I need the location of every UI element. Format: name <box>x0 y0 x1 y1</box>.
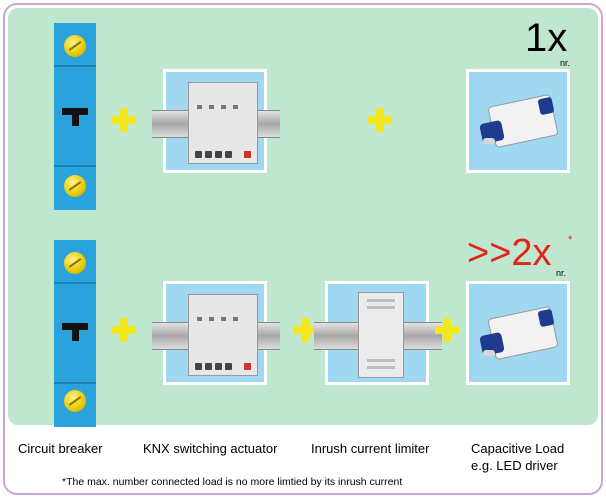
led-driver-image-bottom <box>466 281 570 385</box>
circuit-breaker-top <box>54 23 96 210</box>
quantity-bottom: >>2x <box>467 232 552 274</box>
unit-label-bottom: nr. <box>556 268 567 278</box>
screw-icon <box>64 35 86 57</box>
label-circuit-breaker: Circuit breaker <box>18 441 103 456</box>
footnote-marker: * <box>568 234 573 246</box>
inrush-limiter-image <box>314 281 442 385</box>
screw-icon <box>64 175 86 197</box>
knx-actuator-image-top <box>152 69 280 173</box>
plus-icon <box>112 318 136 342</box>
footnote: *The max. number connected load is no mo… <box>62 476 403 488</box>
plus-icon <box>293 318 317 342</box>
unit-label-top: nr. <box>560 58 571 68</box>
breaker-toggle-icon <box>62 108 88 115</box>
knx-actuator-image-bottom <box>152 281 280 385</box>
label-capacitive-load: Capacitive Load <box>471 441 565 456</box>
label-led-driver: e.g. LED driver <box>471 458 558 473</box>
circuit-breaker-bottom <box>54 240 96 427</box>
outer-frame <box>3 3 603 495</box>
led-driver-image-top <box>466 69 570 173</box>
plus-icon <box>435 318 459 342</box>
breaker-toggle-icon <box>62 323 88 330</box>
quantity-top: 1x <box>525 16 568 60</box>
screw-icon <box>64 390 86 412</box>
label-knx-actuator: KNX switching actuator <box>143 441 278 456</box>
screw-icon <box>64 252 86 274</box>
plus-icon <box>112 108 136 132</box>
plus-icon <box>368 108 392 132</box>
label-inrush-limiter: Inrush current limiter <box>311 441 430 456</box>
